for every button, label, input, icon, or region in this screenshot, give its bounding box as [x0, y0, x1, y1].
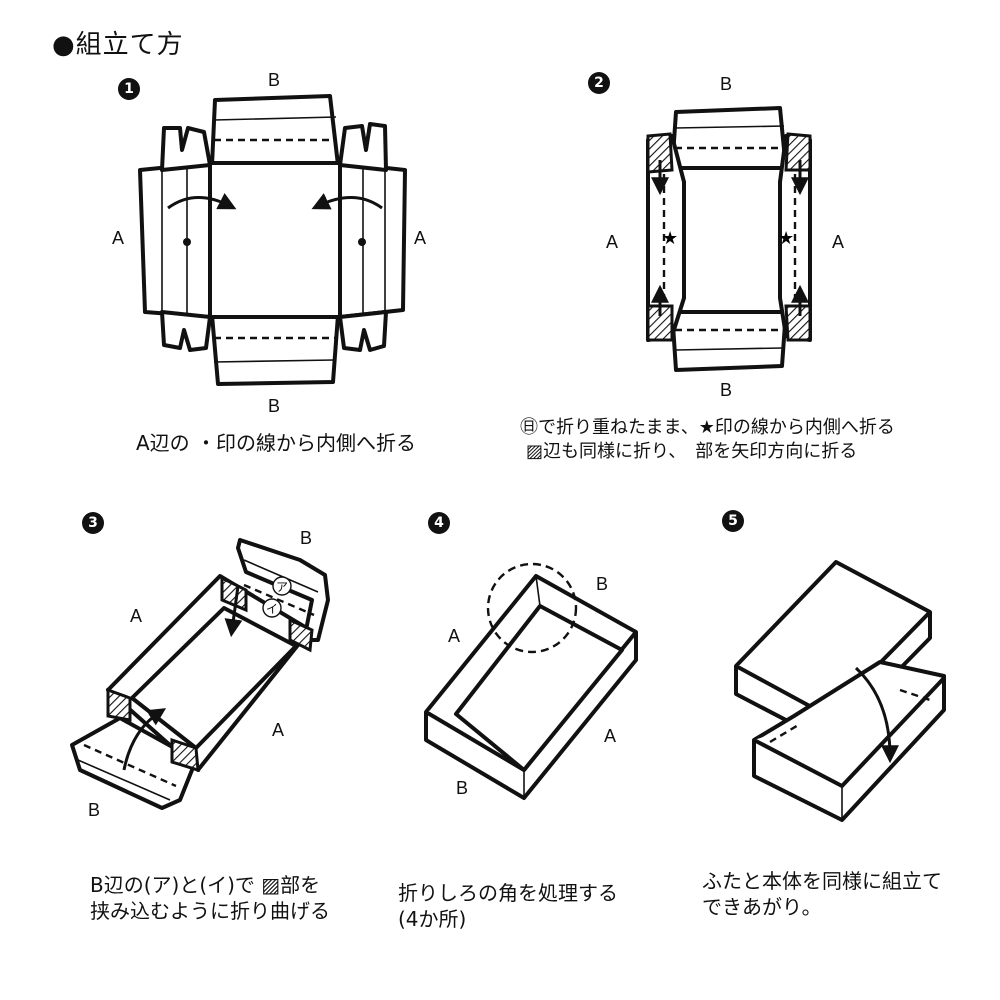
step-4-label-b-bottom: B	[456, 778, 469, 798]
step-4-number: 4	[428, 512, 450, 534]
step-5-caption-line-1: ふたと本体を同様に組立て	[702, 869, 942, 893]
step-2-net: ★ ★	[646, 106, 812, 372]
step-2-label-bottom: B	[720, 380, 733, 400]
step-3-label-b-top: B	[300, 528, 313, 548]
step-3-label-a-bottom: A	[272, 720, 285, 740]
step-2-number: 2	[588, 72, 610, 94]
step-1-label-top: B	[268, 70, 281, 90]
step-1-label-right: A	[414, 228, 427, 248]
step-3-caption-line-2: 挟み込むように折り曲げる	[90, 899, 330, 923]
step-4-label-a-left: A	[448, 626, 461, 646]
svg-text:★: ★	[662, 228, 678, 249]
step-5-caption-line-2: できあがり。	[702, 895, 822, 919]
step-3-label-a-top: A	[130, 606, 143, 626]
step-4-caption-line-1: 折りしろの角を処理する	[398, 881, 618, 905]
step-4-label-a-right: A	[604, 726, 617, 746]
step-5-number: 5	[722, 510, 744, 532]
step-3-caption-line-1: B辺の(ア)と(イ)で ▨部を	[90, 873, 321, 897]
step-4-label-b-top: B	[596, 574, 609, 594]
step-3-label-i-katakana: イ	[266, 602, 279, 616]
step-3-tray	[70, 538, 330, 810]
step-4-box	[424, 562, 638, 800]
step-1-net	[138, 94, 407, 386]
step-2-label-right: A	[832, 232, 845, 252]
step-2-caption-line-1: ㊐で折り重ねたまま、★印の線から内側へ折る	[520, 417, 895, 438]
step-3-label-b-bottom: B	[88, 800, 101, 820]
step-1-caption: A辺の ・印の線から内側へ折る	[136, 431, 417, 455]
step-1-label-bottom: B	[268, 396, 281, 416]
step-4-caption-line-2: (4か所)	[398, 907, 467, 931]
step-5-body	[752, 660, 946, 822]
page-title: ●組立て方	[52, 30, 184, 60]
step-1-number: 1	[118, 78, 140, 100]
step-3-number: 3	[82, 512, 104, 534]
svg-text:★: ★	[778, 228, 794, 249]
step-2-caption-line-2: ▨辺も同様に折り、 部を矢印方向に折る	[526, 441, 858, 462]
step-2-label-left: A	[606, 232, 619, 252]
step-1-label-left: A	[112, 228, 125, 248]
step-2-label-top: B	[720, 74, 733, 94]
step-3-label-a-katakana: ア	[276, 580, 289, 594]
